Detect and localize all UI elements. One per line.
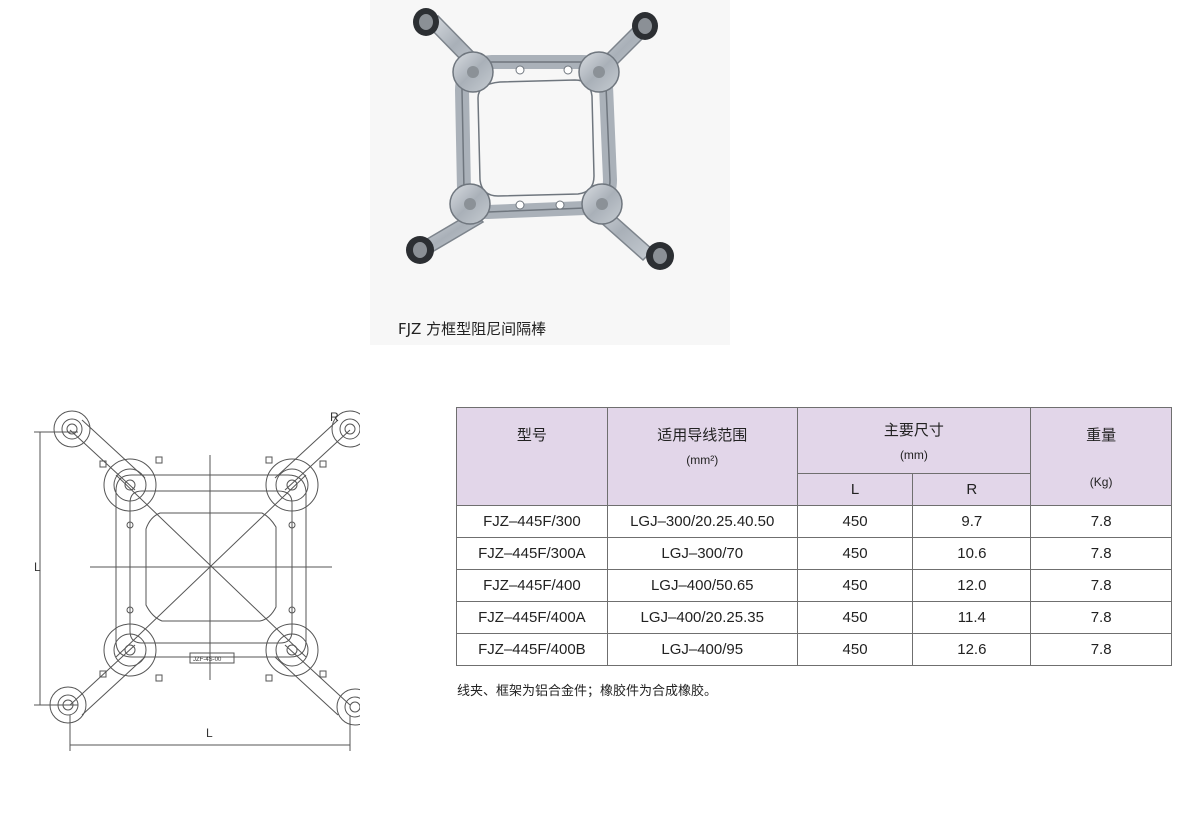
cell-weight: 7.8 [1030, 537, 1172, 570]
spacer-damper-photo [406, 8, 674, 270]
nameplate-text: JZF-4S-00 [193, 657, 222, 663]
cell-R: 10.6 [912, 537, 1032, 570]
cell-model: FJZ–445F/400A [456, 601, 608, 634]
dim-label-horizontal: L [206, 726, 213, 740]
cell-L: 450 [796, 537, 914, 570]
table-row: FJZ–445F/400 LGJ–400/50.65 450 12.0 7.8 [456, 569, 1172, 602]
cell-R: 11.4 [912, 601, 1032, 634]
table-row: FJZ–445F/400B LGJ–400/95 450 12.6 7.8 [456, 633, 1172, 666]
cell-L: 450 [796, 569, 914, 602]
cell-R: 12.6 [912, 633, 1032, 666]
cell-range: LGJ–400/95 [606, 633, 798, 666]
header-R: R [912, 473, 1032, 506]
header-weight: 重量 (Kg) [1030, 407, 1172, 506]
cell-range: LGJ–300/20.25.40.50 [606, 505, 798, 538]
dim-label-r: R [330, 410, 339, 424]
material-note: 线夹、框架为铝合金件；橡胶件为合成橡胶。 [457, 684, 718, 699]
table-row: FJZ–445F/300 LGJ–300/20.25.40.50 450 9.7… [456, 505, 1172, 538]
cell-range: LGJ–400/20.25.35 [606, 601, 798, 634]
cell-R: 12.0 [912, 569, 1032, 602]
cell-model: FJZ–445F/300 [456, 505, 608, 538]
cell-weight: 7.8 [1030, 569, 1172, 602]
cell-weight: 7.8 [1030, 633, 1172, 666]
table-row: FJZ–445F/300A LGJ–300/70 450 10.6 7.8 [456, 537, 1172, 570]
cell-range: LGJ–300/70 [606, 537, 798, 570]
cell-model: FJZ–445F/300A [456, 537, 608, 570]
cell-weight: 7.8 [1030, 505, 1172, 538]
header-model: 型号 [456, 407, 608, 506]
product-photo [370, 0, 730, 345]
cell-L: 450 [796, 633, 914, 666]
cell-L: 450 [796, 601, 914, 634]
cell-range: LGJ–400/50.65 [606, 569, 798, 602]
header-L: L [796, 473, 914, 506]
cell-model: FJZ–445F/400B [456, 633, 608, 666]
table-row: FJZ–445F/400A LGJ–400/20.25.35 450 11.4 … [456, 601, 1172, 634]
cell-model: FJZ–445F/400 [456, 569, 608, 602]
cell-weight: 7.8 [1030, 601, 1172, 634]
cell-L: 450 [796, 505, 914, 538]
header-range: 适用导线范围 (mm²) [606, 407, 798, 506]
clamp-heads [406, 8, 674, 270]
spec-table: 型号 适用导线范围 (mm²) 主要尺寸 (mm) 重量 (Kg) L R [456, 407, 1172, 666]
dim-label-vertical: L [34, 560, 41, 574]
technical-drawing: L L R JZF-4S-00 [34, 410, 360, 751]
product-caption: FJZ 方框型阻尼间隔棒 [398, 320, 547, 338]
cell-R: 9.7 [912, 505, 1032, 538]
header-size: 主要尺寸 (mm) [796, 407, 1032, 474]
